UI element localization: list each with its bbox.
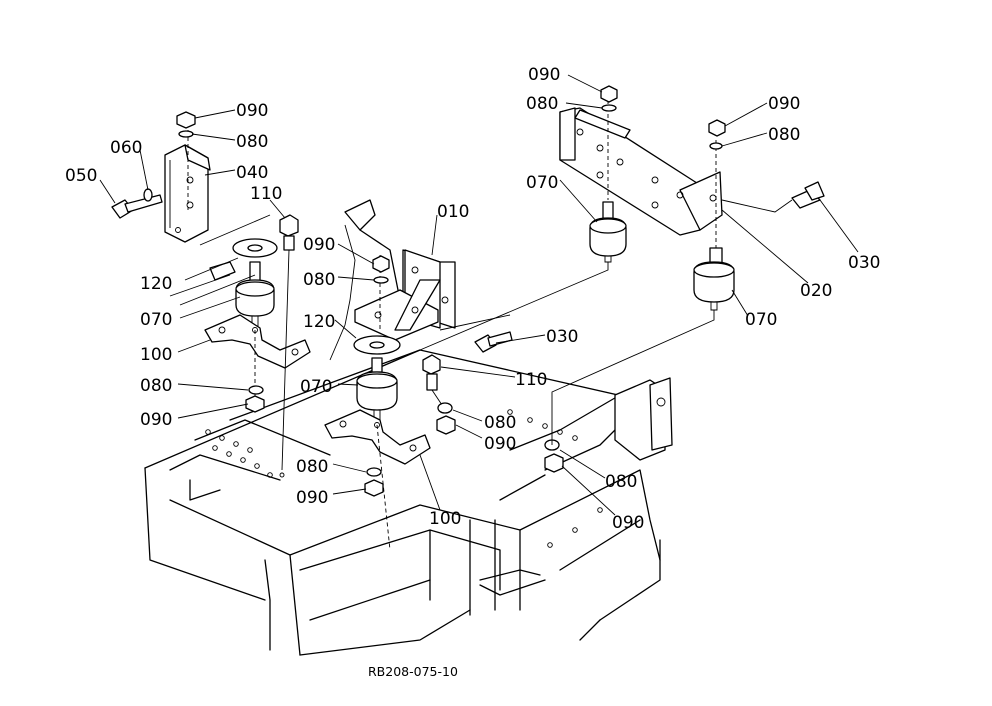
leader-lines	[99, 74, 859, 516]
label-080-d: 080	[484, 413, 516, 433]
label-030-a: 030	[546, 327, 578, 347]
cushions-070-right	[589, 201, 735, 311]
label-070-c: 070	[526, 173, 558, 193]
label-090-c: 090	[303, 235, 335, 255]
label-100-b: 100	[429, 509, 461, 529]
nut-washer-upper-left	[176, 111, 196, 138]
label-090-e: 090	[296, 488, 328, 508]
label-090-a: 090	[236, 101, 268, 121]
label-010: 010	[437, 202, 469, 222]
label-090-f: 090	[528, 65, 560, 85]
center-mount-assembly	[324, 335, 431, 551]
label-070-b: 070	[300, 377, 332, 397]
label-080-c: 080	[303, 270, 335, 290]
reference-code: RB208-075-10	[368, 664, 458, 679]
label-060: 060	[110, 138, 142, 158]
nut-washer-right-lower	[544, 439, 564, 473]
label-070-d: 070	[745, 310, 777, 330]
right-upper-bracket-020	[559, 100, 723, 250]
left-mount-assembly	[204, 214, 311, 478]
label-080-b: 080	[140, 376, 172, 396]
label-090-d: 090	[484, 434, 516, 454]
label-050: 050	[65, 166, 97, 186]
label-120-a: 120	[140, 274, 172, 294]
label-020: 020	[800, 281, 832, 301]
label-090-h: 090	[612, 513, 644, 533]
bolt-030-center	[474, 331, 513, 353]
label-100-a: 100	[140, 345, 172, 365]
guide-lines	[169, 199, 793, 445]
nut-washer-right-top	[600, 85, 726, 150]
center-bracket-010	[344, 199, 456, 341]
label-120-b: 120	[303, 312, 335, 332]
bolt-050	[111, 188, 163, 219]
label-080-h: 080	[605, 472, 637, 492]
nut-washer-center	[372, 255, 390, 284]
label-080-f: 080	[526, 94, 558, 114]
bolt-030-right	[791, 181, 825, 209]
label-070-a: 070	[140, 310, 172, 330]
label-080-g: 080	[768, 125, 800, 145]
label-030-b: 030	[848, 253, 880, 273]
left-upper-bracket-040	[164, 130, 211, 243]
label-110-a: 110	[250, 184, 282, 204]
chassis-frame	[144, 349, 673, 656]
label-080-e: 080	[296, 457, 328, 477]
bolt-110-center	[422, 354, 456, 435]
label-080-a: 080	[236, 132, 268, 152]
label-040: 040	[236, 163, 268, 183]
part-labels: 090 080 060 040 050 110 120 070 100 080 …	[65, 65, 880, 533]
label-090-b: 090	[140, 410, 172, 430]
label-110-b: 110	[515, 370, 547, 390]
label-090-g: 090	[768, 94, 800, 114]
